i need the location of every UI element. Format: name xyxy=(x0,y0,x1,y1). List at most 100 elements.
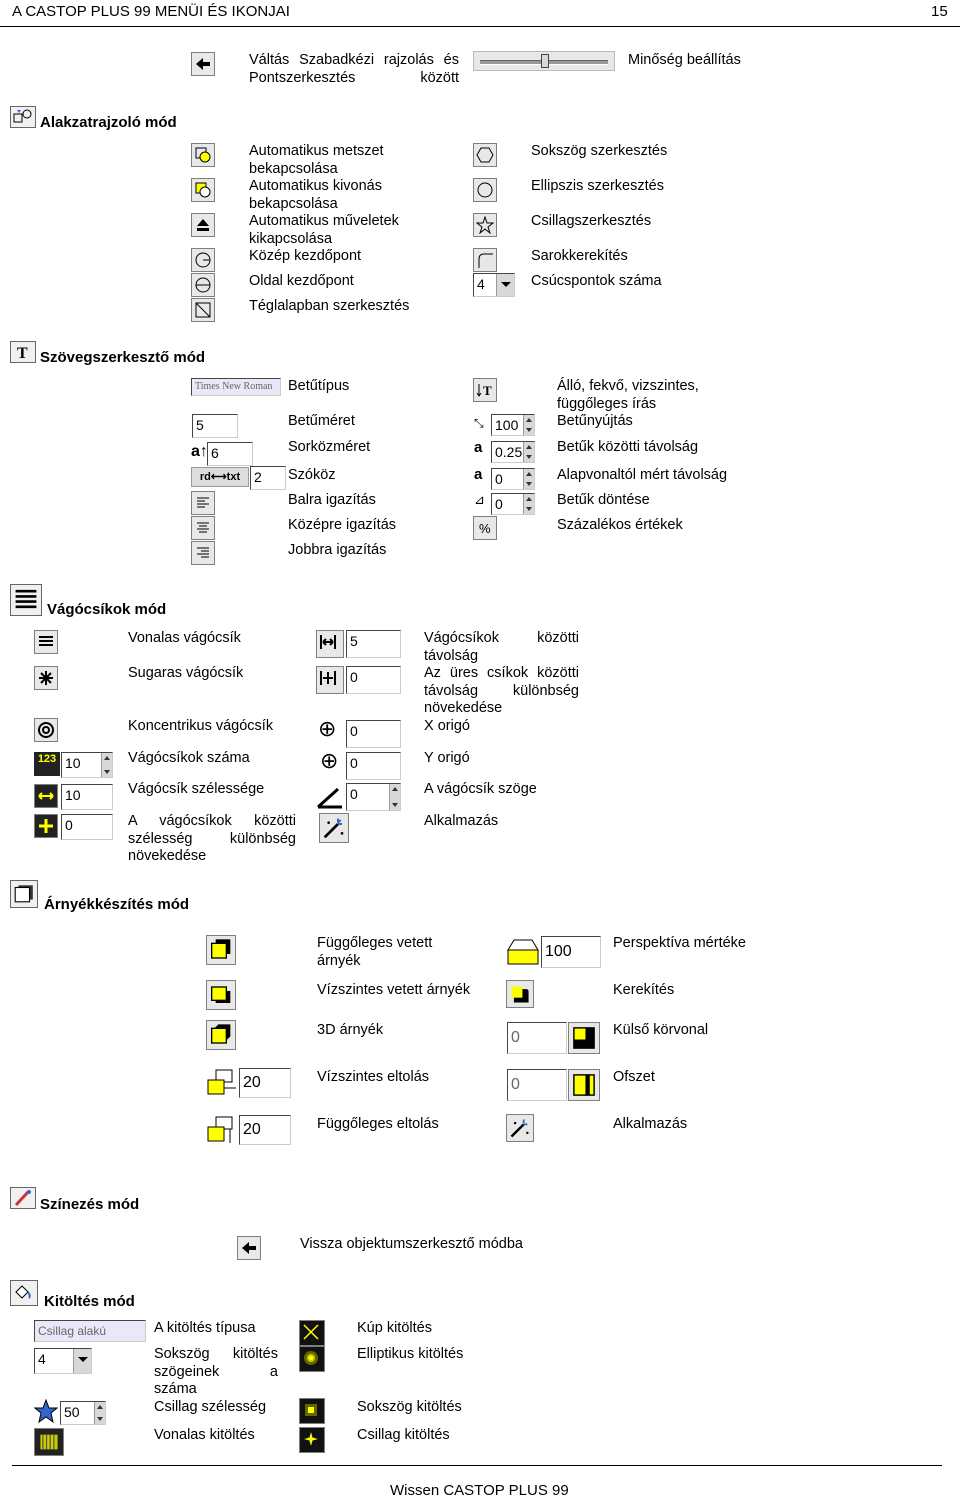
strip-count-field[interactable]: 10 xyxy=(61,752,113,778)
strip-gap-field[interactable]: 5 xyxy=(346,630,401,658)
shadow-right-0: Perspektíva mértéke xyxy=(613,935,746,951)
clip-right-2: X origó xyxy=(424,718,470,734)
text-orientation-icon[interactable]: T xyxy=(473,378,497,402)
align-center-icon[interactable] xyxy=(191,516,215,540)
align-right-icon[interactable] xyxy=(191,541,215,565)
elliptic-fill-icon[interactable] xyxy=(299,1346,325,1372)
offset-field[interactable]: 0 xyxy=(507,1069,567,1101)
word-space-field[interactable]: 2 xyxy=(250,466,286,490)
star-icon[interactable] xyxy=(473,213,497,237)
strip-gap-icon[interactable] xyxy=(316,630,344,658)
letter-spacing-field[interactable]: 0.25 xyxy=(491,441,535,463)
fill-type-select[interactable]: Csillag alakú xyxy=(34,1320,146,1342)
strip-growth-field[interactable]: 0 xyxy=(61,814,113,840)
shape-mode-icon[interactable] xyxy=(10,106,36,128)
vertex-count-select[interactable]: 4 xyxy=(473,273,515,297)
strip-count-icon: 123 xyxy=(34,752,60,776)
outline-icon[interactable] xyxy=(568,1022,600,1054)
baseline-icon: a xyxy=(474,466,483,483)
shape-left-1: Automatikus kivonás bekapcsolása xyxy=(249,178,382,212)
strip-width-field[interactable]: 10 xyxy=(61,784,113,810)
angle-field[interactable]: 0 xyxy=(346,783,401,811)
intersect-icon[interactable] xyxy=(191,143,215,167)
shape-right-3: Sarokkerekítés xyxy=(531,248,628,264)
subtract-icon[interactable] xyxy=(191,178,215,202)
cone-fill-icon[interactable] xyxy=(299,1320,325,1346)
v-offset-field[interactable]: 20 xyxy=(239,1115,291,1145)
linear-fill-icon[interactable] xyxy=(34,1428,64,1456)
rounding-icon[interactable] xyxy=(506,980,534,1008)
star-fill-icon[interactable] xyxy=(299,1427,325,1453)
perspective-field[interactable]: 100 xyxy=(541,936,601,968)
quality-slider[interactable] xyxy=(473,51,615,71)
fill-mode-icon[interactable] xyxy=(10,1280,38,1306)
v-offset-icon xyxy=(206,1115,238,1145)
shadow-left-0: Függőleges vetett árnyék xyxy=(317,935,433,969)
clip-right-0: Vágócsíkok közötti távolság xyxy=(424,630,579,664)
shadow-3d-icon[interactable] xyxy=(206,1020,236,1050)
corner-round-icon[interactable] xyxy=(473,248,497,272)
strip-growth-icon[interactable] xyxy=(34,814,58,838)
chevron-down-icon[interactable] xyxy=(73,1349,91,1373)
font-size-field[interactable]: 5 xyxy=(192,414,238,438)
horizontal-shadow-icon[interactable] xyxy=(206,980,236,1010)
line-spacing-icon: a↑ xyxy=(191,443,208,460)
svg-text:T: T xyxy=(17,345,28,361)
ellipse-icon[interactable] xyxy=(473,178,497,202)
concentric-strips-icon[interactable] xyxy=(34,718,58,742)
text-right-1: Betűnyújtás xyxy=(557,413,633,429)
baseline-field[interactable]: 0 xyxy=(491,468,535,490)
font-select[interactable]: Times New Roman xyxy=(191,378,281,396)
percent-icon[interactable]: % xyxy=(473,516,497,540)
empty-gap-icon[interactable] xyxy=(316,666,344,694)
text-left-5: Középre igazítás xyxy=(288,517,397,533)
text-mode-icon[interactable]: T xyxy=(10,341,36,363)
clip-mode-title: Vágócsíkok mód xyxy=(47,601,167,618)
polygon-icon[interactable] xyxy=(473,143,497,167)
shadow-apply-wand-icon[interactable] xyxy=(506,1114,534,1142)
back-label: Vissza objektumszerkesztő módba xyxy=(300,1236,523,1252)
polygon-fill-icon[interactable] xyxy=(299,1398,325,1424)
apply-wand-icon[interactable] xyxy=(319,813,349,843)
linear-strips-icon[interactable] xyxy=(34,630,58,654)
stretch-field[interactable]: 100 xyxy=(491,414,535,436)
shadow-left-2: 3D árnyék xyxy=(317,1022,384,1038)
chevron-down-icon[interactable] xyxy=(496,274,514,296)
slant-icon: ⊿ xyxy=(474,492,485,507)
offset-icon[interactable] xyxy=(568,1069,600,1101)
line-spacing-field[interactable]: 6 xyxy=(207,442,253,466)
star-width-field[interactable]: 50 xyxy=(60,1401,106,1425)
x-origin-field[interactable]: 0 xyxy=(346,720,401,748)
text-mode-title: Szövegszerkesztő mód xyxy=(40,349,206,366)
perspective-icon xyxy=(506,936,540,968)
polygon-sides-select[interactable]: 4 xyxy=(34,1348,92,1374)
text-left-2: Sorközméret xyxy=(288,439,371,455)
clip-left-5: A vágócsíkok közötti szélesség különbség… xyxy=(128,813,296,864)
clip-mode-icon[interactable] xyxy=(10,584,42,616)
back-arrow-icon[interactable] xyxy=(237,1236,261,1260)
y-origin-icon: ⊕ xyxy=(320,748,339,773)
clip-right-1: Az üres csíkok közötti távolság különbsé… xyxy=(424,665,579,716)
side-start-icon[interactable] xyxy=(191,273,215,297)
radial-strips-icon[interactable] xyxy=(34,666,58,690)
empty-gap-field[interactable]: 0 xyxy=(346,666,401,694)
eject-icon[interactable] xyxy=(191,213,215,237)
h-offset-field[interactable]: 20 xyxy=(239,1068,291,1098)
shadow-right-4: Alkalmazás xyxy=(613,1116,688,1132)
stretch-icon: ⤡ xyxy=(474,416,484,430)
fill-left-2: Csillag szélesség xyxy=(154,1399,267,1415)
clip-left-0: Vonalas vágócsík xyxy=(128,630,241,646)
rect-construct-icon[interactable] xyxy=(191,298,215,322)
strip-width-icon[interactable] xyxy=(34,784,58,808)
align-left-icon[interactable] xyxy=(191,491,215,515)
center-start-icon[interactable] xyxy=(191,248,215,272)
outline-field[interactable]: 0 xyxy=(507,1022,567,1054)
slider-thumb[interactable] xyxy=(541,54,549,68)
shadow-mode-icon[interactable] xyxy=(10,880,38,908)
vertical-shadow-icon[interactable] xyxy=(206,935,236,965)
color-mode-icon[interactable] xyxy=(10,1187,36,1209)
arrow-left-icon[interactable] xyxy=(191,52,215,76)
shadow-left-4: Függőleges eltolás xyxy=(317,1116,439,1132)
y-origin-field[interactable]: 0 xyxy=(346,752,401,780)
slant-field[interactable]: 0 xyxy=(491,493,535,515)
